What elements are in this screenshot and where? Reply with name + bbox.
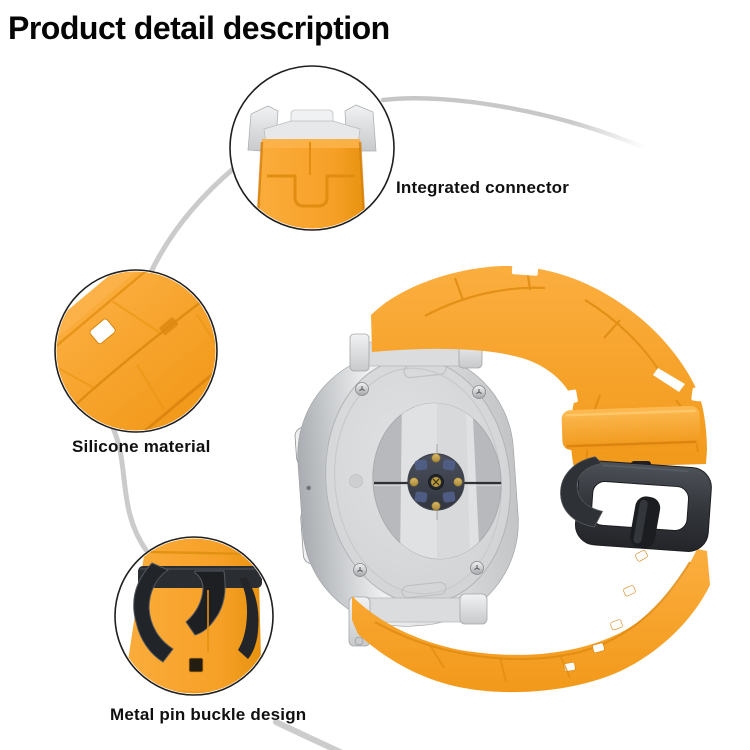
silicone-hole: [89, 318, 116, 345]
mic-pinhole: [306, 485, 311, 491]
sensor-center-screw: [428, 474, 444, 490]
sensor-module: [407, 453, 465, 511]
strap-bottom: [352, 549, 710, 693]
callout-circle-buckle: [114, 536, 274, 696]
silicone-notch: [159, 317, 178, 335]
watch-back-plate: [325, 357, 511, 605]
buckle-hole-closeup: [188, 657, 204, 673]
callout-label-silicone: Silicone material: [72, 437, 211, 456]
strap-edge-notch: [691, 387, 703, 402]
flat-dot: [349, 474, 363, 488]
buckle-right-edge-closeup: [238, 577, 259, 659]
keeper-loop: [561, 405, 701, 451]
decorative-arc-bottom: [273, 719, 343, 750]
strap-edge-notch: [653, 368, 685, 392]
callout-label-connector: Integrated connector: [396, 178, 569, 197]
strap-edge-notch: [567, 389, 578, 404]
bottom-slot: [401, 581, 447, 599]
buckle-tang: [630, 496, 661, 549]
sensor-contacts: [409, 453, 463, 511]
decorative-arc-top-right: [380, 96, 648, 151]
buckle: [560, 456, 712, 552]
callout-circle-connector: [229, 65, 395, 231]
connector-strap-closeup: [255, 139, 367, 229]
callout-label-buckle: Metal pin buckle design: [110, 705, 306, 724]
strap-holes: [563, 550, 648, 672]
strap-bottom-texture: [429, 644, 571, 683]
back-screws: [353, 382, 486, 577]
sensor-windows: [414, 459, 456, 503]
decorative-arc-upper-left: [148, 166, 236, 275]
decorative-arc-mid-left: [110, 425, 149, 553]
buckle-tang-closeup: [185, 570, 226, 636]
strap-edge-notch: [511, 265, 539, 276]
page-title: Product detail description: [8, 10, 390, 46]
lug-screw: [354, 636, 364, 646]
watch-assembly: [294, 265, 712, 693]
decorative-arcs: [110, 96, 648, 750]
buckle-pin-arm-closeup: [133, 562, 174, 663]
buckle-pin-arm: [560, 456, 604, 528]
